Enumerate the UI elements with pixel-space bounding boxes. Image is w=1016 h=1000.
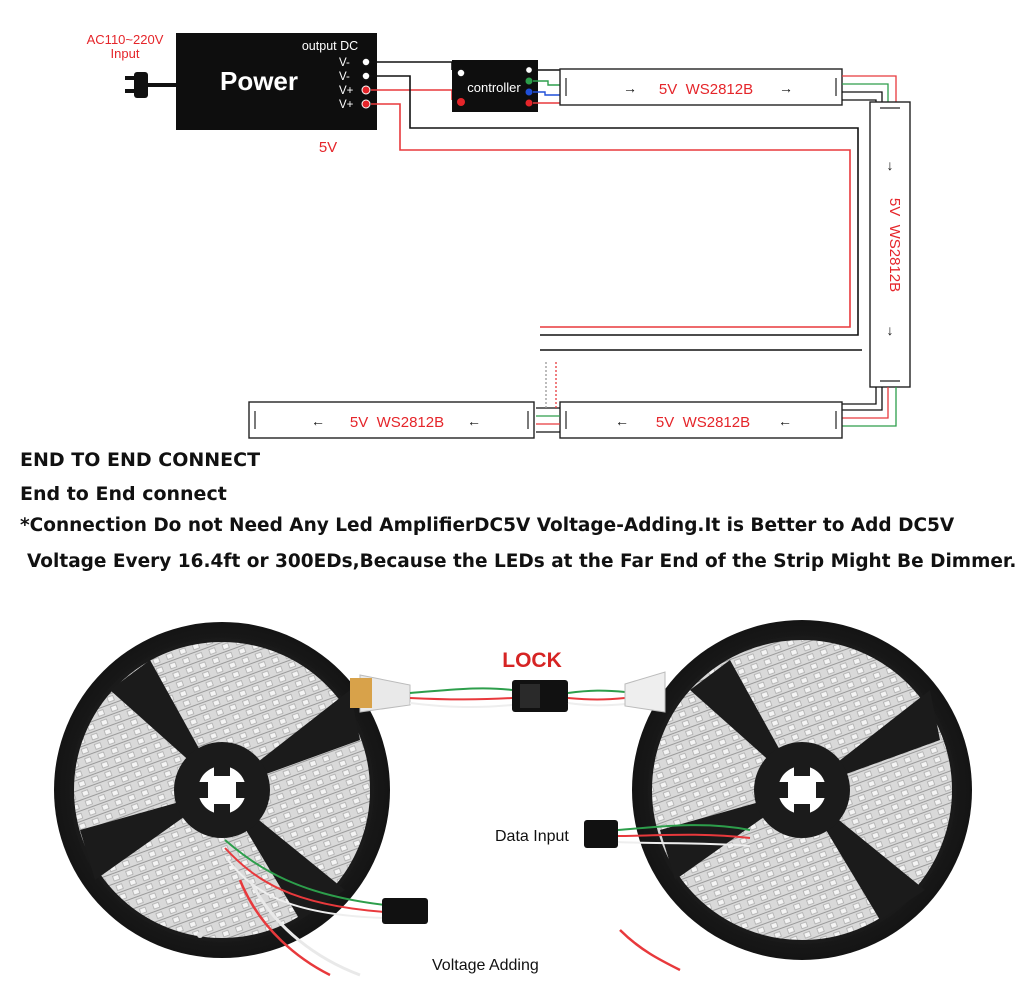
voltage-adding-label: Voltage Adding: [432, 957, 539, 974]
data-input-label: Data Input: [495, 828, 569, 845]
strip-2-to-3-wires: [842, 387, 897, 427]
led-reel-left: [54, 622, 390, 958]
controller-out-dot-green: [525, 77, 533, 85]
strip-1-arrow-right: →: [779, 80, 793, 96]
power-terminal-v-plus-2: V+: [339, 99, 354, 111]
led-reel-right: [632, 620, 972, 960]
data-input-connector: [584, 820, 751, 848]
strip-2-arrow-bottom: ↓: [887, 322, 894, 338]
controller-box: [452, 60, 538, 112]
power-voltage-label: 5V: [319, 139, 337, 156]
strip-3-to-4-wires: [536, 360, 560, 433]
strip-1-to-2-wires: [842, 75, 897, 102]
strip-1-label: 5V WS2812B: [659, 81, 753, 98]
strip-3-arrow-left: ←: [615, 413, 629, 429]
strip-4-label: 5V WS2812B: [350, 414, 444, 431]
strip-2-arrow-top: ↓: [887, 157, 894, 173]
led-strip-2: ↓ 5V WS2812B ↓: [869, 101, 911, 388]
note-line-2: Voltage Every 16.4ft or 300EDs,Because t…: [27, 551, 1016, 572]
controller-out-dot-red: [525, 99, 533, 107]
terminal-dot-v-minus-1: [361, 57, 371, 67]
heading-uppercase: END TO END CONNECT: [20, 449, 261, 471]
terminal-dot-v-plus-2: [361, 99, 371, 109]
strip-4-arrow-right: ←: [467, 413, 481, 429]
controller-out-dot-blue: [525, 88, 533, 96]
power-terminal-v-minus-2: V-: [339, 71, 350, 83]
voltage-adding-wires: [224, 839, 681, 977]
ac-input-voltage-label: AC110~220V: [87, 32, 164, 47]
terminal-dot-v-minus-2: [361, 71, 371, 81]
power-output-label: output DC: [302, 39, 358, 53]
strip-2-label: 5V WS2812B: [886, 198, 903, 292]
lock-connector: [350, 671, 666, 713]
led-strip-3: ← 5V WS2812B ←: [559, 401, 843, 439]
terminal-dot-v-plus-1: [361, 85, 371, 95]
controller-to-strip-wires: [533, 69, 560, 104]
controller-in-dot-black: [456, 68, 466, 78]
controller-out-dot-white: [524, 65, 534, 75]
led-strip-1: → 5V WS2812B →: [559, 68, 843, 106]
controller-in-dot-red: [457, 98, 465, 106]
heading: End to End connect: [20, 483, 227, 505]
controller-label: controller: [467, 80, 521, 95]
power-title: Power: [220, 66, 298, 96]
led-strip-4: ← 5V WS2812B ←: [248, 401, 535, 439]
power-terminal-v-plus-1: V+: [339, 85, 354, 97]
ac-input-label: Input: [111, 46, 140, 61]
strip-3-arrow-right: ←: [778, 413, 792, 429]
strip-3-label: 5V WS2812B: [656, 414, 750, 431]
note-line-1: *Connection Do not Need Any Led Amplifie…: [20, 515, 955, 536]
power-supply-box: [176, 33, 377, 130]
strip-4-arrow-left: ←: [311, 413, 325, 429]
ac-plug-icon: [125, 72, 178, 98]
lock-label: LOCK: [502, 649, 562, 672]
strip-1-arrow-left: →: [623, 80, 637, 96]
power-terminal-v-minus-1: V-: [339, 57, 350, 69]
